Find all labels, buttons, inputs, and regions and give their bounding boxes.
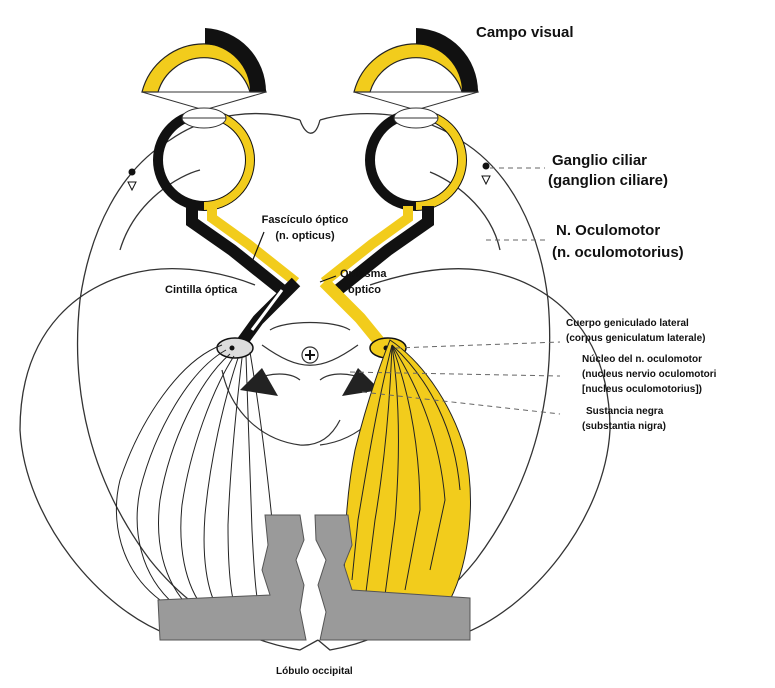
label-fasciculo-optico-latin: (n. opticus) — [240, 230, 370, 243]
label-cintilla-optica: Cintilla óptica — [165, 284, 237, 297]
left-eye — [158, 108, 250, 206]
label-cuerpo-geniculado-latin: (corpus geniculatum laterale) — [566, 333, 705, 345]
label-nucleo-oculomotor-latin2: [nucleus oculomotorius]) — [582, 384, 702, 396]
label-fasciculo-optico: Fascículo óptico — [240, 214, 370, 227]
label-n-oculomotor: N. Oculomotor — [556, 222, 660, 239]
label-ganglio-ciliar: Ganglio ciliar — [552, 152, 647, 169]
visual-field-right — [354, 28, 478, 110]
label-lobulo-occipital: Lóbulo occipital — [276, 666, 353, 678]
label-campo-visual: Campo visual — [476, 24, 574, 41]
label-nucleo-oculomotor: Núcleo del n. oculomotor — [582, 354, 702, 366]
visual-field-left — [142, 28, 266, 110]
label-sustancia-negra-latin: (substantia nigra) — [582, 421, 666, 433]
label-sustancia-negra: Sustancia negra — [586, 406, 663, 418]
right-eye — [370, 108, 462, 206]
label-quiasma: Quiasma — [340, 268, 386, 281]
label-ganglio-ciliar-latin: (ganglion ciliare) — [548, 172, 668, 189]
label-n-oculomotor-latin: (n. oculomotorius) — [552, 244, 684, 261]
optic-radiation-left — [116, 345, 280, 614]
brain-outline — [20, 114, 610, 650]
label-nucleo-oculomotor-latin1: (nucleus nervio oculomotori — [582, 369, 716, 381]
label-cuerpo-geniculado: Cuerpo geniculado lateral — [566, 318, 689, 330]
label-quiasma-2: óptico — [348, 284, 381, 297]
